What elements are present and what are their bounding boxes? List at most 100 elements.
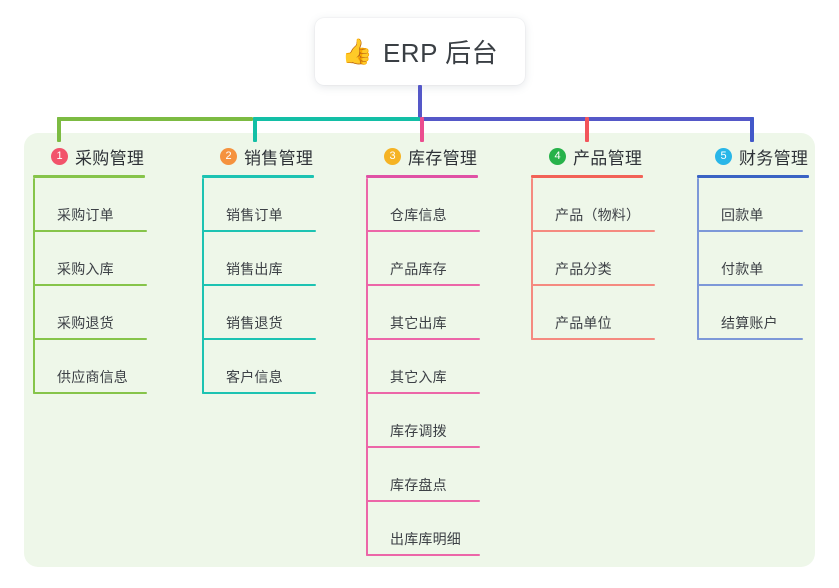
module-item[interactable]: 客户信息: [202, 340, 316, 394]
module-item-label: 库存盘点: [390, 477, 447, 493]
module-item-label: 其它出库: [390, 315, 447, 331]
module-index-badge: 2: [220, 147, 237, 165]
module-item[interactable]: 库存盘点: [366, 448, 480, 502]
root-trunk-line: [418, 85, 422, 121]
module-item[interactable]: 其它出库: [366, 286, 480, 340]
module-item-label: 产品单位: [555, 315, 612, 331]
stub-column-5: [750, 117, 754, 142]
module-item-rule: [366, 500, 480, 502]
module-header-rule: [697, 175, 809, 178]
stub-column-2: [253, 117, 257, 142]
module-item[interactable]: 库存调拨: [366, 394, 480, 448]
module-item-rule: [202, 230, 316, 232]
module-item[interactable]: 产品单位: [531, 286, 655, 340]
module-item-label: 其它入库: [390, 369, 447, 385]
module-item[interactable]: 产品分类: [531, 232, 655, 286]
module-item-label: 产品分类: [555, 261, 612, 277]
modules-panel: [24, 133, 815, 567]
stub-column-4: [585, 117, 589, 142]
module-item-rule: [33, 284, 147, 286]
module-item-rule: [366, 230, 480, 232]
module-header-1[interactable]: 1 采购管理: [33, 143, 147, 169]
module-item[interactable]: 付款单: [697, 232, 809, 286]
module-item[interactable]: 结算账户: [697, 286, 809, 340]
module-item-rule: [366, 284, 480, 286]
module-header-rule: [366, 175, 478, 178]
module-item-rule: [33, 392, 147, 394]
module-title: 产品管理: [573, 148, 643, 168]
module-item-rule: [697, 284, 803, 286]
module-item-label: 仓库信息: [390, 207, 447, 223]
module-item-label: 库存调拨: [390, 423, 447, 439]
module-title: 采购管理: [75, 148, 145, 168]
module-header-rule: [202, 175, 314, 178]
module-items: 回款单付款单结算账户: [697, 178, 809, 340]
module-item[interactable]: 回款单: [697, 178, 809, 232]
module-item-label: 销售出库: [226, 261, 283, 277]
module-column-2: 2 销售管理销售订单销售出库销售退货客户信息: [202, 143, 316, 394]
module-item-rule: [366, 554, 480, 556]
stub-column-1: [57, 117, 61, 142]
module-spine-line: [697, 178, 699, 340]
module-item-label: 采购入库: [57, 261, 114, 277]
segment-teal: [253, 117, 420, 121]
module-item-label: 采购退货: [57, 315, 114, 331]
module-item-rule: [33, 338, 147, 340]
module-item[interactable]: 采购订单: [33, 178, 147, 232]
module-item-label: 采购订单: [57, 207, 114, 223]
module-item[interactable]: 出库库明细: [366, 502, 480, 556]
module-spine-line: [33, 178, 35, 394]
module-header-rule: [33, 175, 145, 178]
module-item-label: 结算账户: [721, 315, 778, 331]
module-items: 销售订单销售出库销售退货客户信息: [202, 178, 316, 394]
module-items: 仓库信息产品库存其它出库其它入库库存调拨库存盘点出库库明细: [366, 178, 480, 556]
module-item-label: 销售退货: [226, 315, 283, 331]
module-header-rule: [531, 175, 643, 178]
module-index-badge: 1: [51, 147, 68, 165]
module-header-2[interactable]: 2 销售管理: [202, 143, 316, 169]
stub-column-3: [420, 117, 424, 142]
module-item-rule: [366, 338, 480, 340]
module-header-5[interactable]: 5 财务管理: [697, 143, 809, 169]
module-item-label: 产品库存: [390, 261, 447, 277]
module-index-badge: 5: [715, 147, 732, 165]
module-item-rule: [366, 392, 480, 394]
module-item[interactable]: 其它入库: [366, 340, 480, 394]
module-item-rule: [33, 230, 147, 232]
module-spine-line: [531, 178, 533, 340]
module-item-rule: [366, 446, 480, 448]
module-item-label: 出库库明细: [390, 531, 461, 547]
module-item[interactable]: 供应商信息: [33, 340, 147, 394]
module-item-rule: [531, 338, 655, 340]
module-item[interactable]: 产品库存: [366, 232, 480, 286]
module-title: 销售管理: [244, 148, 314, 168]
module-item[interactable]: 仓库信息: [366, 178, 480, 232]
module-title: 财务管理: [739, 148, 809, 168]
module-item-label: 客户信息: [226, 369, 283, 385]
module-item-label: 产品（物料）: [555, 207, 641, 223]
page-title: ERP 后台: [382, 38, 499, 68]
module-item-rule: [202, 284, 316, 286]
root-title-card[interactable]: 👍 ERP 后台: [315, 18, 525, 85]
module-item-rule: [531, 230, 655, 232]
module-item-rule: [202, 392, 316, 394]
module-item-rule: [697, 230, 803, 232]
module-items: 采购订单采购入库采购退货供应商信息: [33, 178, 147, 394]
segment-green: [57, 117, 253, 121]
module-item[interactable]: 销售退货: [202, 286, 316, 340]
module-item-label: 回款单: [721, 207, 764, 223]
module-spine-line: [366, 178, 368, 556]
module-spine-line: [202, 178, 204, 394]
thumbs-up-icon: 👍: [341, 38, 373, 66]
module-item-rule: [202, 338, 316, 340]
module-item[interactable]: 销售订单: [202, 178, 316, 232]
module-item[interactable]: 采购退货: [33, 286, 147, 340]
module-item[interactable]: 销售出库: [202, 232, 316, 286]
module-index-badge: 3: [384, 147, 401, 165]
module-item[interactable]: 产品（物料）: [531, 178, 655, 232]
module-item[interactable]: 采购入库: [33, 232, 147, 286]
